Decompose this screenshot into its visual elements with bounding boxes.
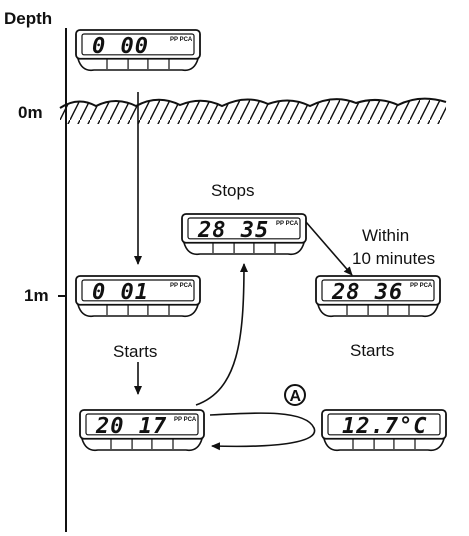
display-stops-screen <box>187 217 301 240</box>
circle-a-label: A <box>290 388 302 405</box>
display-1m: 0 01 PP PCA <box>75 275 201 318</box>
display-bottom-left: 20 17 PP PCA <box>79 409 205 452</box>
display-temp-value: 12.7°C <box>342 414 427 439</box>
display-temp-screen <box>327 413 441 436</box>
displays-layer: 0 00 PP PCA 0 01 PP PCA 28 35 PP PCA 28 36 PP P… <box>75 29 447 452</box>
display-stops-mode-tag: PP PCA <box>276 221 299 227</box>
within-label-line1: Within <box>362 226 409 245</box>
circle-a-marker <box>284 384 306 406</box>
water-hatch <box>60 98 446 124</box>
display-top-button-row <box>76 58 200 72</box>
starts-label-right: Starts <box>350 341 394 360</box>
display-1m-mode-tag: PP PCA <box>170 283 193 289</box>
display-stops-button-row <box>182 242 306 256</box>
display-starts-button-row <box>316 304 440 318</box>
display-1m-value: 0 01 <box>92 280 149 305</box>
display-starts-value: 28 36 <box>331 280 403 305</box>
display-temp-button-row <box>322 438 446 452</box>
display-bottom-left-screen <box>85 413 199 436</box>
display-top: 0 00 PP PCA <box>75 29 201 72</box>
starts-label-left: Starts <box>113 342 157 361</box>
display-temp: 12.7°C <box>321 409 447 452</box>
display-bottom-left-mode-tag: PP PCA <box>174 417 197 423</box>
display-top-value: 0 00 <box>92 34 149 59</box>
zero-m-label: 0m <box>18 103 43 122</box>
display-bottom-left-value: 20 17 <box>95 414 167 439</box>
display-1m-button-row <box>76 304 200 318</box>
display-1m-screen <box>81 279 195 302</box>
display-stops: 28 35 PP PCA <box>181 213 307 256</box>
display-starts: 28 36 PP PCA <box>315 275 441 318</box>
display-stops-value: 28 35 <box>197 218 269 243</box>
display-starts-mode-tag: PP PCA <box>410 283 433 289</box>
depth-label: Depth <box>4 9 52 28</box>
arrow-to-stops <box>195 263 248 406</box>
display-starts-screen <box>321 279 435 302</box>
one-m-label: 1m <box>24 286 49 305</box>
display-top-mode-tag: PP PCA <box>170 37 193 43</box>
within-label-line2: 10 minutes <box>352 249 435 268</box>
water-surface-line <box>59 97 447 109</box>
stops-label: Stops <box>211 181 254 200</box>
arrow-within-10-min <box>305 221 353 276</box>
display-bottom-left-button-row <box>80 438 204 452</box>
arrow-loop-a <box>209 412 316 451</box>
display-top-screen <box>81 33 195 56</box>
